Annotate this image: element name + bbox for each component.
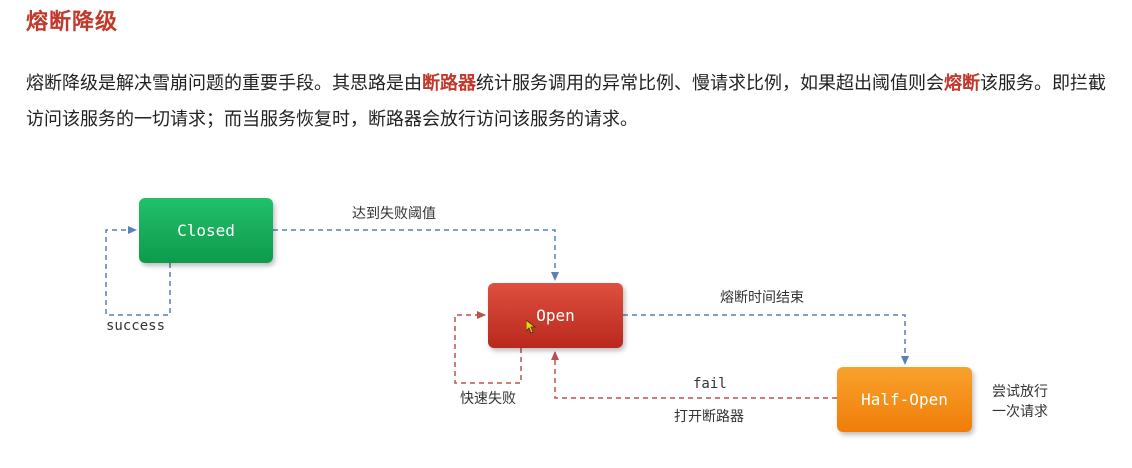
open-to-half-open-arrow xyxy=(623,314,909,365)
mouse-cursor-icon xyxy=(526,320,536,334)
closed-success-loop-arrow xyxy=(105,226,171,316)
page-title: 熔断降级 xyxy=(26,10,119,35)
state-half-open: Half-Open xyxy=(837,367,972,432)
label-fail: fail xyxy=(693,376,727,392)
description-paragraph: 熔断降级是解决雪崩问题的重要手段。其思路是由断路器统计服务调用的异常比例、慢请求… xyxy=(26,66,1116,138)
paragraph-text-1: 熔断降级是解决雪崩问题的重要手段。其思路是由 xyxy=(26,73,422,94)
label-circuit-timeout-end: 熔断时间结束 xyxy=(720,290,804,306)
label-reach-failure-threshold: 达到失败阈值 xyxy=(352,206,436,222)
label-fast-fail: 快速失败 xyxy=(460,391,516,407)
closed-to-open-arrow xyxy=(273,229,559,281)
label-open-circuit-breaker: 打开断路器 xyxy=(674,409,744,425)
label-success: success xyxy=(106,318,166,334)
label-try-release-line2: 一次请求 xyxy=(992,404,1048,420)
highlight-fuse: 熔断 xyxy=(944,73,980,94)
highlight-circuit-breaker: 断路器 xyxy=(422,73,476,94)
state-open: Open xyxy=(488,283,623,348)
open-fast-fail-loop-arrow xyxy=(454,311,522,384)
paragraph-text-2: 统计服务调用的异常比例、慢请求比例，如果超出阈值则会 xyxy=(476,73,944,94)
paragraph-text-3: 该服务。即拦截访问该服务的一切请求；而当服务恢复时，断路器会放行访问该服务的请求… xyxy=(26,73,1106,130)
state-closed: Closed xyxy=(139,198,273,263)
half-open-to-open-arrow xyxy=(551,351,837,399)
label-try-release-line1: 尝试放行 xyxy=(992,384,1048,400)
